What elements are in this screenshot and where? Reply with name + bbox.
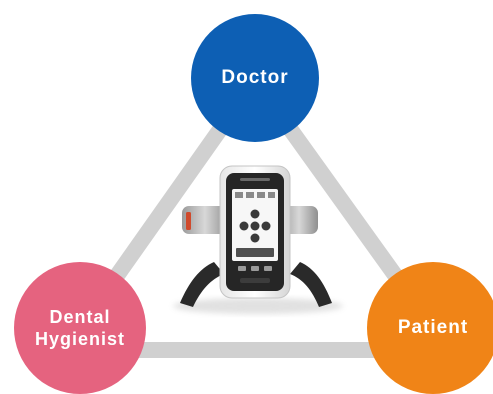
role-dental-hygienist-label: Dental Hygienist — [34, 306, 126, 350]
role-doctor-label: Doctor — [221, 67, 289, 89]
role-doctor: Doctor — [191, 14, 319, 142]
handheld-dental-device-icon — [173, 165, 343, 314]
role-dental-hygienist: Dental Hygienist — [14, 262, 146, 394]
role-patient-label: Patient — [397, 317, 469, 339]
role-patient: Patient — [367, 262, 493, 394]
